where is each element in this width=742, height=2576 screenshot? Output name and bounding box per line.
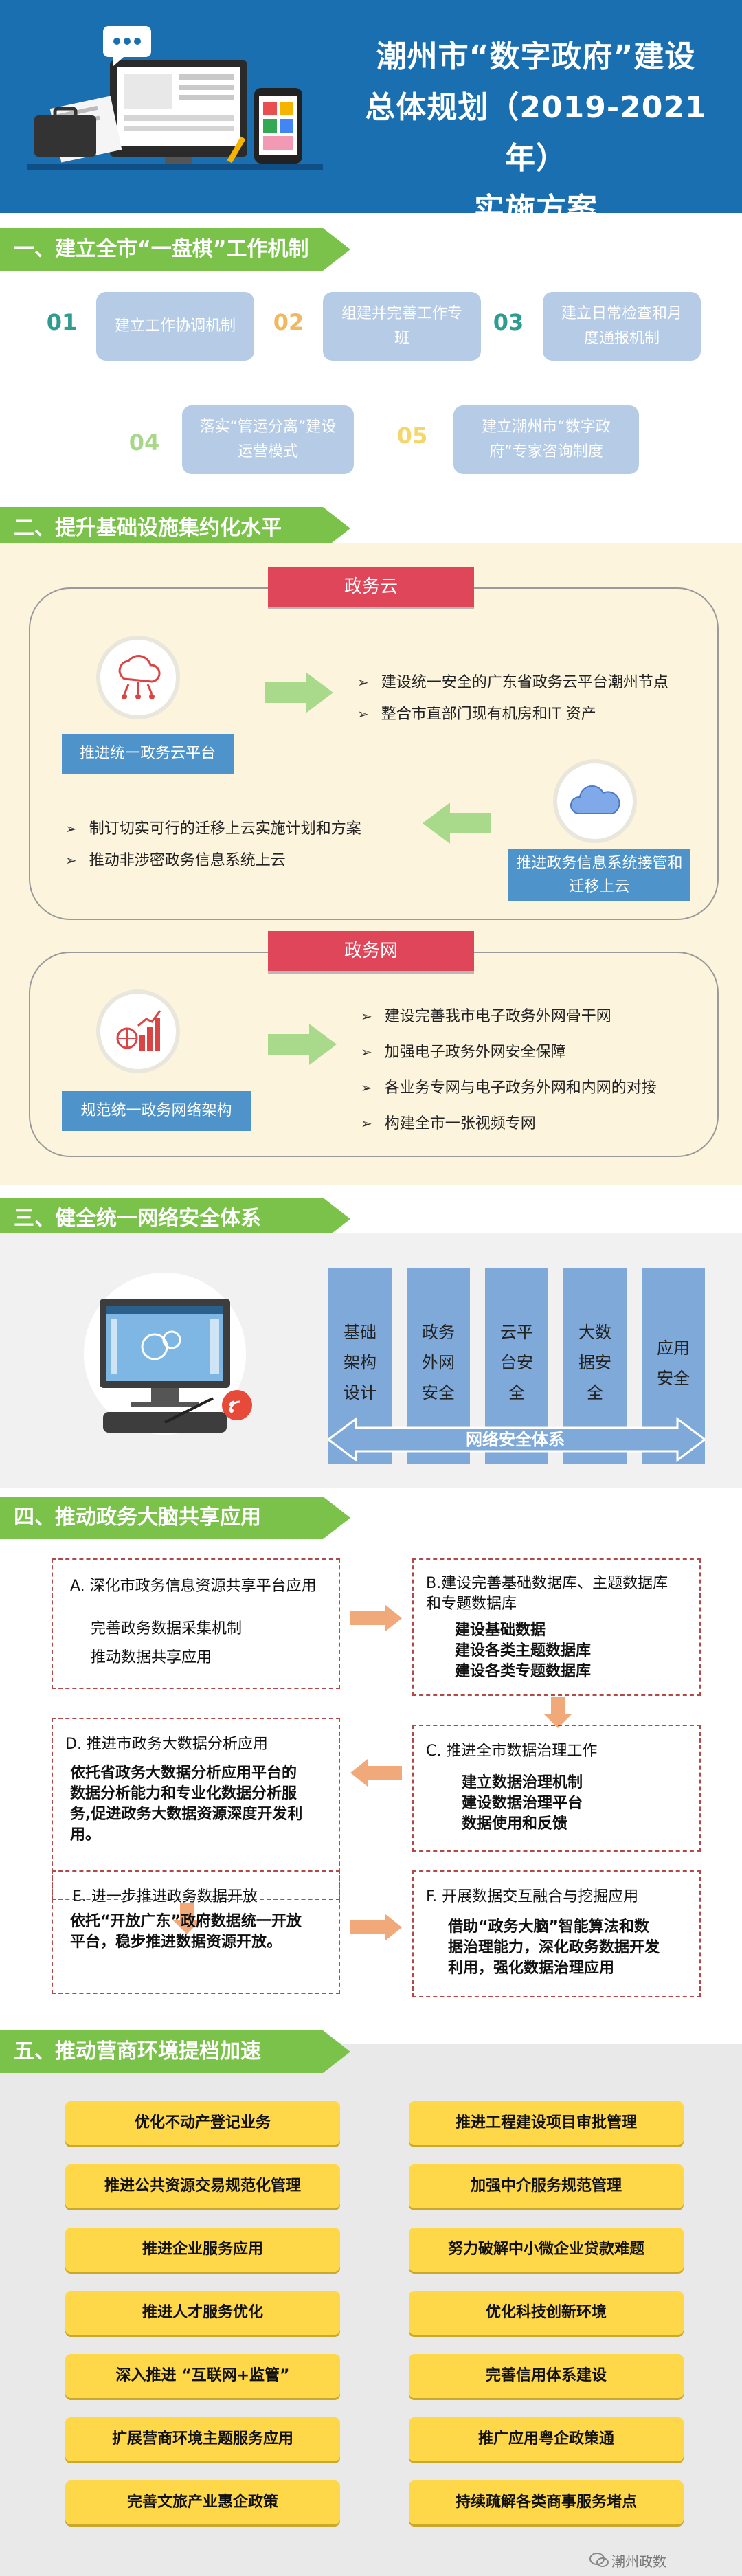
business-item-5: 推进企业服务应用 xyxy=(65,2228,340,2272)
network-chart-icon xyxy=(96,989,180,1073)
business-item-13: 完善文旅产业惠企政策 xyxy=(65,2480,340,2524)
section-title-1: 一、建立全市“一盘棋”工作机制 xyxy=(14,237,309,261)
business-item-14: 持续疏解各类商事服务堵点 xyxy=(409,2480,684,2524)
down-arrow-icon xyxy=(173,1903,201,1934)
cloud-label: 政务云 xyxy=(268,567,474,607)
mechanism-num-02: 02 xyxy=(273,309,304,335)
mechanism-box-02: 组建并完善工作专班 xyxy=(323,292,481,361)
title-line-2: 总体规划（2019-2021年） xyxy=(365,90,707,176)
cloud-platform-button: 推进统一政务云平台 xyxy=(62,734,234,774)
mechanism-num-05: 05 xyxy=(396,423,428,449)
business-item-11: 扩展营商环境主题服务应用 xyxy=(65,2417,340,2461)
section-header-2: 二、提升基础设施集约化水平 xyxy=(0,507,350,550)
security-system-label: 网络安全体系 xyxy=(466,1430,565,1449)
brain-box-a: A. 深化市政务信息资源共享平台应用 完善政务数据采集机制推动数据共享应用 xyxy=(52,1558,340,1689)
cloud-icon xyxy=(553,759,637,843)
network-label: 政务网 xyxy=(268,931,474,971)
brain-box-b: B.建设完善基础数据库、主题数据库 和专题数据库 建设基础数据建设各类主题数据库… xyxy=(412,1558,701,1696)
down-arrow-icon xyxy=(544,1697,572,1728)
title-line-3: 实施方案 xyxy=(474,192,598,213)
left-arrow-icon xyxy=(423,803,491,844)
right-arrow-icon xyxy=(350,1604,402,1632)
watermark: 潮州政数 xyxy=(611,2553,666,2570)
mechanism-num-04: 04 xyxy=(128,429,160,456)
brain-box-d: D. 推进市政务大数据分析应用 依托省政务大数据分析应用平台的数据分析能力和专业… xyxy=(52,1718,340,1900)
list-item: ➢推动非涉密政务信息系统上云 xyxy=(65,852,286,869)
business-item-2: 推进工程建设项目审批管理 xyxy=(409,2101,684,2145)
business-item-10: 完善信用体系建设 xyxy=(409,2354,684,2398)
mechanism-num-03: 03 xyxy=(493,309,524,335)
section-header-3: 三、健全统一网络安全体系 xyxy=(0,1198,350,1240)
section-header-1: 一、建立全市“一盘棋”工作机制 xyxy=(0,228,350,271)
left-arrow-icon xyxy=(350,1759,402,1787)
business-item-4: 加强中介服务规范管理 xyxy=(409,2164,684,2208)
list-item: ➢建设统一安全的广东省政务云平台潮州节点 xyxy=(357,674,668,691)
right-arrow-icon xyxy=(265,672,333,713)
section-title-2: 二、提升基础设施集约化水平 xyxy=(14,516,282,540)
business-item-8: 优化科技创新环境 xyxy=(409,2291,684,2335)
title-line-1: 潮州市“数字政府”建设 xyxy=(376,39,696,74)
page-title: 潮州市“数字政府”建设 总体规划（2019-2021年） 实施方案 xyxy=(344,32,728,213)
brain-box-c: C. 推进全市数据治理工作 建立数据治理机制建设数据治理平台数据使用和反馈 xyxy=(412,1725,701,1852)
list-item: ➢建设完善我市电子政务外网骨干网 xyxy=(361,1008,611,1025)
brain-box-e: E. 进一步推进政务数据开放 依托“开放广东”政府数据统一开放平台，稳步推进数据… xyxy=(52,1870,340,1994)
header-banner: 潮州市“数字政府”建设 总体规划（2019-2021年） 实施方案 xyxy=(0,0,742,213)
right-arrow-icon xyxy=(350,1914,402,1941)
section-title-3: 三、健全统一网络安全体系 xyxy=(14,1207,261,1231)
cloud-right-bullets: ➢建设统一安全的广东省政务云平台潮州节点 ➢整合市直部门现有机房和IT 资产 xyxy=(357,667,668,730)
cloud-network-icon xyxy=(96,636,180,719)
right-arrow-icon xyxy=(268,1024,337,1065)
business-item-7: 推进人才服务优化 xyxy=(65,2291,340,2335)
business-item-1: 优化不动产登记业务 xyxy=(65,2101,340,2145)
double-arrow-icon xyxy=(328,1417,705,1462)
list-item: ➢各业务专网与电子政务外网和内网的对接 xyxy=(361,1079,657,1097)
list-item: ➢加强电子政务外网安全保障 xyxy=(361,1044,566,1061)
section-title-4: 四、推动政务大脑共享应用 xyxy=(14,1505,261,1530)
section-header-5: 五、推动营商环境提档加速 xyxy=(0,2030,350,2073)
network-bullets: ➢建设完善我市电子政务外网骨干网 ➢加强电子政务外网安全保障 ➢各业务专网与电子… xyxy=(361,998,657,1141)
business-item-9: 深入推进 “互联网+监管” xyxy=(65,2354,340,2398)
network-architecture-button: 规范统一政务网络架构 xyxy=(62,1091,251,1131)
business-item-12: 推广应用粤企政策通 xyxy=(409,2417,684,2461)
brain-box-f: F. 开展数据交互融合与挖掘应用 借助“政务大脑”智能算法和数据治理能力，深化政… xyxy=(412,1870,701,1997)
office-illustration-icon xyxy=(27,26,323,170)
mechanism-num-01: 01 xyxy=(46,309,78,335)
list-item: ➢构建全市一张视频专网 xyxy=(361,1115,536,1132)
cloud-left-bullets: ➢制订切实可行的迁移上云实施计划和方案 ➢推动非涉密政务信息系统上云 xyxy=(65,813,361,876)
wechat-icon xyxy=(589,2553,609,2567)
list-item: ➢整合市直部门现有机房和IT 资产 xyxy=(357,706,596,723)
section-title-5: 五、推动营商环境提档加速 xyxy=(14,2039,261,2063)
mechanism-box-03: 建立日常检查和月度通报机制 xyxy=(543,292,701,361)
list-item: ➢制订切实可行的迁移上云实施计划和方案 xyxy=(65,820,361,838)
mechanism-box-05: 建立潮州市“数字政府”专家咨询制度 xyxy=(453,405,639,474)
business-item-6: 努力破解中小微企业贷款难题 xyxy=(409,2228,684,2272)
section-header-4: 四、推动政务大脑共享应用 xyxy=(0,1497,350,1539)
design-computer-icon xyxy=(84,1273,252,1435)
mechanism-box-01: 建立工作协调机制 xyxy=(96,292,254,361)
mechanism-box-04: 落实“管运分离”建设运营模式 xyxy=(182,405,354,474)
business-item-3: 推进公共资源交易规范化管理 xyxy=(65,2164,340,2208)
system-migration-button: 推进政务信息系统接管和迁移上云 xyxy=(508,849,690,901)
